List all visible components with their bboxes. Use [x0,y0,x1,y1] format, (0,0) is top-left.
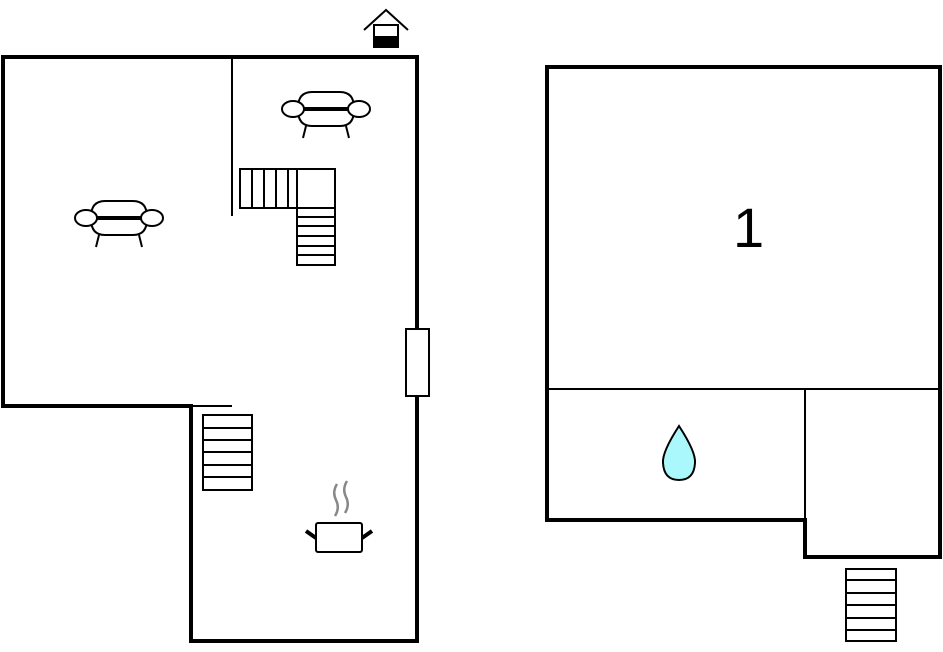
right-floor-walls [545,65,942,559]
house-entrance-icon [363,8,409,48]
left-floor-walls [1,55,419,643]
sofa-icon [74,200,164,248]
left-floor [1,8,430,643]
cooking-pot-icon [304,480,374,553]
window-icon [405,328,430,397]
stairs-icon [202,414,253,491]
stairs-icon [845,568,897,642]
right-floor [545,65,942,642]
stairs-icon [239,168,336,266]
room-number-label: 1 [733,196,765,259]
water-drop-icon [661,424,697,482]
left-floor-outer-wall [1,55,419,331]
sofa-icon [281,91,371,139]
